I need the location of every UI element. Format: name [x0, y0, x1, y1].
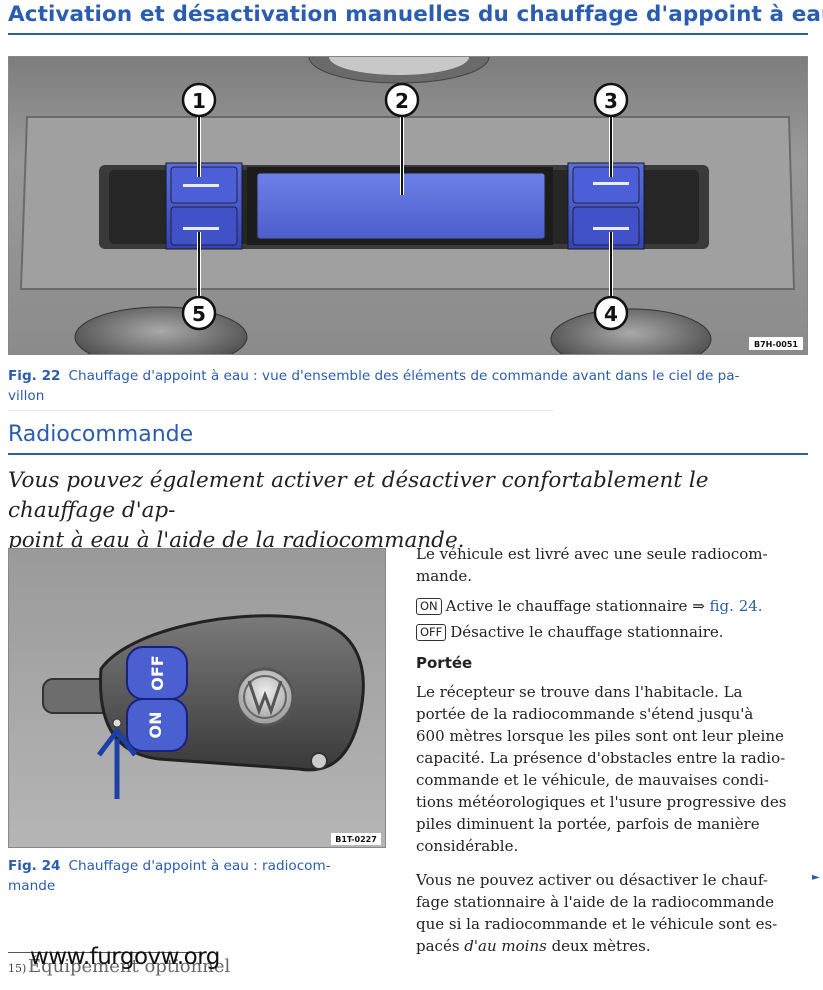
svg-text:OFF: OFF — [148, 655, 167, 690]
caption-text-line2: mande — [8, 878, 56, 894]
text-line: considérable. — [416, 837, 519, 855]
text-line: Le récepteur se trouve dans l'habitacle.… — [416, 683, 743, 701]
text-line: Le véhicule est livré avec une seule rad… — [416, 545, 768, 563]
caption-text-line2: villon — [8, 388, 45, 404]
off-keycap: OFF — [416, 624, 447, 641]
caption-label: Fig. 24 — [8, 858, 61, 874]
subheading-portee: Portée — [416, 654, 473, 672]
figure-22-control-panel: 1 2 3 4 5 B7H-0051 — [8, 56, 808, 355]
on-text: Active le chauffage stationnaire ⇒ — [445, 597, 705, 615]
svg-text:ON: ON — [146, 712, 165, 739]
text-line: 600 mètres lorsque les piles sont ont le… — [416, 727, 784, 745]
footer-rule — [8, 952, 202, 953]
on-keycap: ON — [416, 598, 442, 615]
fig-24-link[interactable]: fig. 24. — [709, 597, 763, 615]
text-line: portée de la radiocommande s'étend jusqu… — [416, 705, 754, 723]
emphasis-text: d'au moins — [464, 937, 547, 955]
caption-label: Fig. 22 — [8, 368, 61, 384]
figure-code: B1T-0227 — [335, 835, 377, 844]
watermark: www.furgovw.org — [30, 944, 220, 970]
svg-text:1: 1 — [192, 89, 206, 113]
svg-text:4: 4 — [604, 302, 618, 326]
figure-24-caption: Fig. 24 Chauffage d'appoint à eau : radio… — [8, 856, 384, 896]
callout-2: 2 — [384, 82, 420, 118]
svg-text:2: 2 — [395, 89, 409, 113]
distance-paragraph: Vous ne pouvez activer ou désactiver le … — [416, 869, 796, 957]
svg-text:5: 5 — [192, 302, 206, 326]
text-line: commande et le véhicule, de mauvaises co… — [416, 771, 769, 789]
caption-text-line1: Chauffage d'appoint à eau : radiocom- — [68, 858, 331, 874]
text-line: Vous ne pouvez activer ou désactiver le … — [416, 871, 768, 889]
callout-5: 5 — [181, 295, 217, 331]
off-button[interactable]: OFF — [126, 646, 188, 700]
caption-text-line1: Chauffage d'appoint à eau : vue d'ensemb… — [68, 368, 740, 384]
off-text: Désactive le chauffage stationnaire. — [450, 623, 724, 641]
callout-4: 4 — [593, 295, 629, 331]
figure-22-caption: Fig. 22 Chauffage d'appoint à eau : vue d… — [8, 366, 808, 406]
intro-paragraph: Vous pouvez également activer et désacti… — [8, 466, 808, 556]
intro-line1: Vous pouvez également activer et désacti… — [8, 468, 709, 523]
title-underline — [8, 33, 808, 35]
text-line: mande. — [416, 567, 473, 585]
figure-24-remote-control: OFF ON B1T-0227 — [8, 548, 386, 848]
on-button[interactable]: ON — [126, 698, 188, 752]
text-line: piles diminuent la portée, parfois de ma… — [416, 815, 760, 833]
text-line: tions météorologiques et l'usure progres… — [416, 793, 787, 811]
intro-paragraph-right: Le véhicule est livré avec une seule rad… — [416, 543, 796, 587]
footer-section-name: Équipement optionnel — [28, 956, 231, 977]
text-line: capacité. La présence d'obstacles entre … — [416, 749, 786, 767]
text-fragment: deux mètres. — [546, 937, 651, 955]
continue-arrow-icon: ► — [812, 872, 820, 883]
figure-code: B7H-0051 — [754, 340, 798, 349]
callout-3: 3 — [593, 82, 629, 118]
text-line: fage stationnaire à l'aide de la radioco… — [416, 893, 775, 911]
range-paragraph: Le récepteur se trouve dans l'habitacle.… — [416, 681, 796, 857]
text-line: pacés d'au moins deux mètres. — [416, 935, 796, 957]
vw-logo — [235, 667, 295, 727]
svg-text:3: 3 — [604, 89, 618, 113]
text-line: que si la radiocommande et le véhicule s… — [416, 915, 778, 933]
faint-divider — [8, 410, 553, 411]
callout-1: 1 — [181, 82, 217, 118]
led-pointer-arrow — [97, 726, 137, 799]
title-underline — [8, 453, 808, 455]
section-title-activation: Activation et désactivation manuelles du… — [8, 2, 823, 27]
text-fragment: pacés — [416, 937, 465, 955]
footnote-number: 15) — [8, 962, 27, 975]
section-title-radiocommande: Radiocommande — [8, 422, 194, 447]
